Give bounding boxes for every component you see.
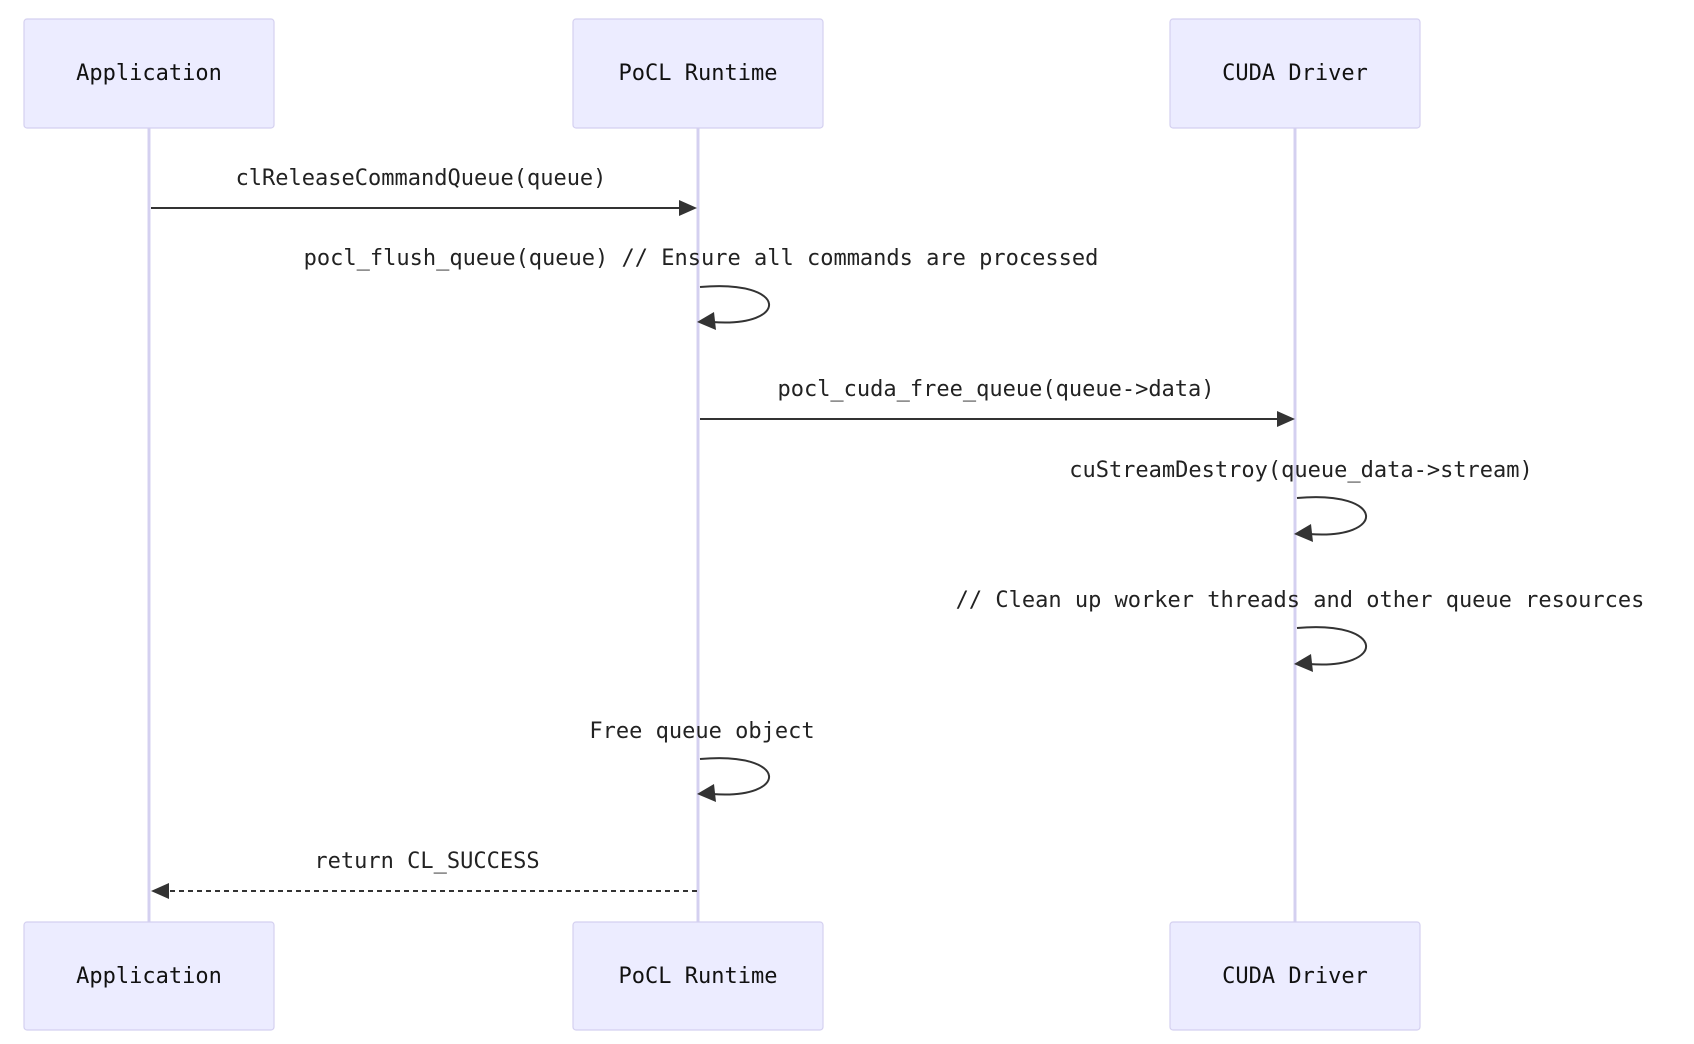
arrowhead-icon: [679, 200, 697, 216]
actor-label: CUDA Driver: [1222, 61, 1368, 86]
message-release-queue: clReleaseCommandQueue(queue): [151, 166, 697, 216]
message-label: pocl_cuda_free_queue(queue->data): [777, 377, 1214, 402]
message-free-object: Free queue object: [589, 719, 815, 802]
actor-label: Application: [76, 964, 222, 989]
actor-cuda-bottom: CUDA Driver: [1169, 921, 1421, 1031]
message-label: pocl_flush_queue(queue) // Ensure all co…: [304, 246, 1099, 271]
message-label: Free queue object: [589, 719, 814, 744]
message-stream-destroy: cuStreamDestroy(queue_data->stream): [1069, 458, 1533, 542]
actor-label: PoCL Runtime: [619, 61, 778, 86]
message-cleanup: // Clean up worker threads and other que…: [956, 588, 1645, 672]
arrowhead-icon: [1294, 524, 1313, 542]
message-label: return CL_SUCCESS: [314, 849, 539, 874]
message-label: cuStreamDestroy(queue_data->stream): [1069, 458, 1533, 483]
message-return: return CL_SUCCESS: [151, 849, 697, 899]
message-free-queue: pocl_cuda_free_queue(queue->data): [700, 377, 1295, 427]
arrowhead-icon: [697, 312, 716, 330]
actor-app-bottom: Application: [23, 921, 275, 1031]
message-label: clReleaseCommandQueue(queue): [236, 166, 607, 191]
actor-pocl-bottom: PoCL Runtime: [572, 921, 824, 1031]
actor-pocl-top: PoCL Runtime: [572, 18, 824, 129]
arrowhead-icon: [697, 784, 716, 802]
arrowhead-icon: [1294, 654, 1313, 672]
actor-label: PoCL Runtime: [619, 964, 778, 989]
actor-label: CUDA Driver: [1222, 964, 1368, 989]
actor-label: Application: [76, 61, 222, 86]
actor-cuda-top: CUDA Driver: [1169, 18, 1421, 129]
message-flush-queue: pocl_flush_queue(queue) // Ensure all co…: [304, 246, 1099, 330]
arrowhead-icon: [1277, 411, 1295, 427]
arrowhead-icon: [151, 883, 169, 899]
message-label: // Clean up worker threads and other que…: [956, 588, 1645, 613]
actor-app-top: Application: [23, 18, 275, 129]
